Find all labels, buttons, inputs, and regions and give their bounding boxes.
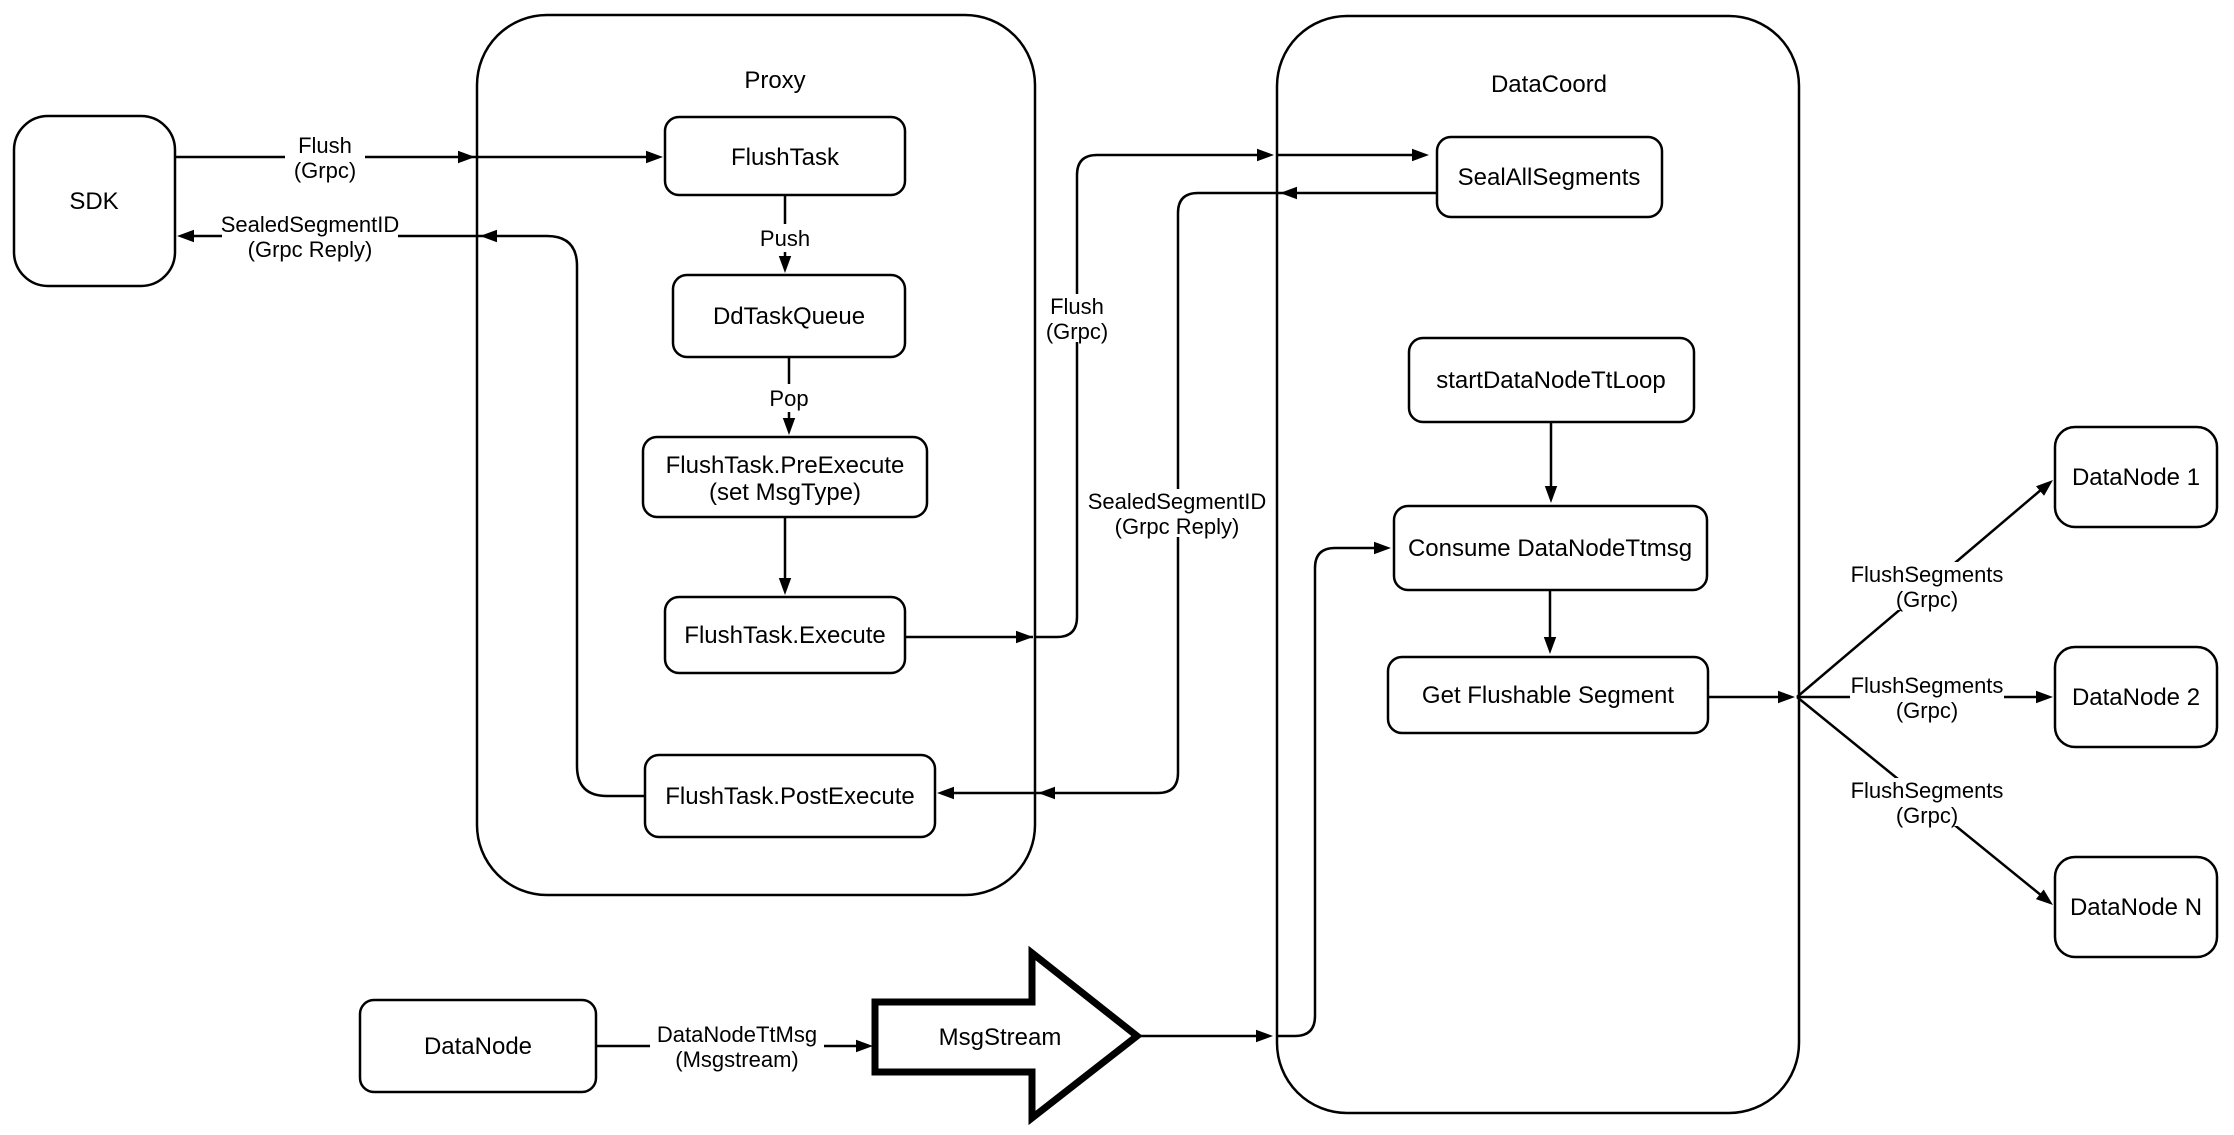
edge-postexecute-to-sdk [192,234,645,798]
node-datanode2-label: DataNode 2 [2072,684,2200,711]
edge-label-flushsegments-2: FlushSegments [1851,673,2004,698]
node-sdk-label: SDK [69,188,118,215]
edge-label-flushsegments-1: FlushSegments [1851,562,2004,587]
node-datanode-bottom [358,998,598,1094]
label-bg [1850,778,2004,826]
arrowhead [778,256,792,273]
label-bg [1850,673,2004,721]
node-postexecute [643,753,937,839]
node-execute-label: FlushTask.Execute [684,622,885,649]
edge-label-sealedsegmentid-sdk-2: (Grpc Reply) [248,237,373,262]
node-datanoden-label: DataNode N [2070,894,2202,921]
edge-label-sealedsegmentid-sdk: SealedSegmentID [221,212,400,237]
edge-label-sealedsegmentid-mid-2: (Grpc Reply) [1115,514,1240,539]
arrowhead [1412,148,1429,162]
edge-label-flush-grpc-sdk-2: (Grpc) [294,158,356,183]
edge-label-push: Push [760,226,810,251]
arrowhead [856,1039,873,1053]
node-execute [663,595,907,675]
node-datanoden [2053,855,2219,959]
edge-label-flushsegments-n-2: (Grpc) [1896,803,1958,828]
arrowhead [782,418,796,435]
arrowhead [1256,1029,1273,1043]
datacoord-container [1275,14,1801,1115]
node-startdatanodettloop [1407,336,1696,424]
label-bg [285,133,365,181]
arrowhead [1038,786,1055,800]
node-msgstream-label: MsgStream [939,1024,1062,1051]
edge-label-datanodettmsg: DataNodeTtMsg [657,1022,817,1047]
arrowhead [177,229,194,243]
edge-label-datanodettmsg-2: (Msgstream) [675,1047,798,1072]
label-bg [222,212,398,260]
edge-msgstream-to-consume [1277,546,1379,1038]
arrowhead [646,150,663,164]
edge-flush-to-datacoord [1035,153,1262,639]
node-datanode-bottom-label: DataNode [424,1033,532,1060]
edge-label-flush-grpc-mid: Flush [1050,294,1104,319]
node-startdatanodettloop-label: startDataNodeTtLoop [1436,367,1665,394]
edge-label-flush-grpc-mid-2: (Grpc) [1046,319,1108,344]
edge-label-flushsegments-n: FlushSegments [1851,778,2004,803]
node-sealallsegments [1435,135,1664,219]
arrowhead [1543,637,1557,654]
node-getflushablesegment [1386,655,1710,735]
proxy-container [475,13,1037,897]
arrowhead [937,786,954,800]
arrowheads [177,148,2058,1053]
edge-label-flushsegments-1-2: (Grpc) [1896,587,1958,612]
node-consumedatanodettmsg-label: Consume DataNodeTtmsg [1408,535,1692,562]
label-bg [650,1022,824,1070]
node-sdk [12,114,177,288]
node-datanode1 [2053,425,2219,529]
edge-label-sealedsegmentid-mid: SealedSegmentID [1088,489,1267,514]
node-msgstream-arrow-shape [871,945,1143,1126]
node-postexecute-label: FlushTask.PostExecute [665,783,914,810]
label-bg [764,384,814,412]
arrowhead [2036,690,2053,704]
arrowhead [1257,148,1274,162]
node-preexecute-label-2: (set MsgType) [709,479,861,506]
node-preexecute-label: FlushTask.PreExecute [666,452,905,479]
label-bg [754,224,816,252]
node-preexecute [641,435,929,519]
arrowhead [1544,486,1558,503]
node-datanode1-label: DataNode 1 [2072,464,2200,491]
label-bg [1850,562,2004,610]
edge-label-flush-grpc-sdk: Flush [298,133,352,158]
node-flushtask-label: FlushTask [731,144,840,171]
arrowhead [1016,630,1033,644]
arrowhead [778,578,792,595]
arrowhead [1374,541,1391,555]
edge-label-pop: Pop [769,386,808,411]
node-ddtaskqueue-label: DdTaskQueue [713,303,865,330]
edge-label-flushsegments-2-2: (Grpc) [1896,698,1958,723]
arrowhead [1280,186,1297,200]
arrowhead [480,229,497,243]
arrowhead [1778,690,1795,704]
edge-labels: Flush (Grpc) SealedSegmentID (Grpc Reply… [221,133,2004,1072]
label-bg [1089,489,1265,537]
proxy-container-title: Proxy [744,67,805,94]
nodes: SDK FlushTask DdTaskQueue FlushTask.PreE… [12,114,2219,1126]
node-flushtask [663,115,907,197]
node-sealallsegments-label: SealAllSegments [1458,164,1641,191]
node-ddtaskqueue [671,273,907,359]
node-consumedatanodettmsg [1392,504,1709,592]
edges [175,153,2043,1048]
datacoord-container-title: DataCoord [1491,71,1607,98]
label-bg [1037,294,1117,342]
arrowhead [458,150,475,164]
node-datanode2 [2053,645,2219,749]
node-getflushablesegment-label: Get Flushable Segment [1422,682,1674,709]
